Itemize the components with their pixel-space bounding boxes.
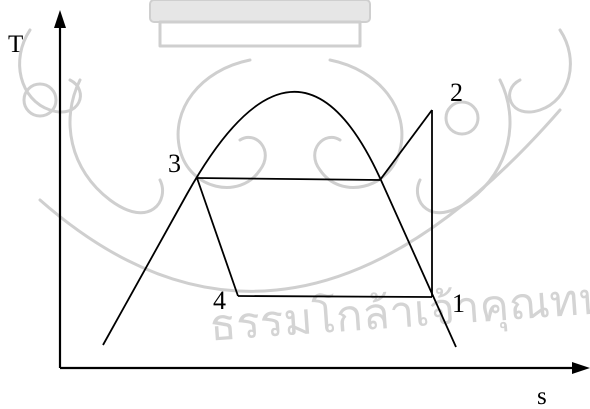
evaporation-line (238, 296, 432, 297)
state-label-3: 3 (168, 149, 181, 178)
axes: T s (8, 10, 590, 409)
watermark-bell-left (24, 84, 56, 116)
watermark-crown (150, 0, 370, 22)
watermark-swirl-left (178, 60, 265, 187)
watermark-naga-left (70, 80, 163, 213)
watermark-crown-band (160, 22, 360, 46)
y-axis-label: T (8, 31, 23, 58)
state-label-2: 2 (450, 78, 463, 107)
x-axis-label: s (537, 383, 547, 409)
x-axis-arrow-icon (572, 362, 590, 374)
condensation-line (197, 178, 380, 180)
desuperheat-line (380, 110, 432, 180)
watermark-ornament-right (510, 30, 571, 112)
y-axis-arrow-icon (54, 10, 66, 28)
watermark-text: ธรรมโกล้าเจ้าคุณทหาร (208, 269, 590, 352)
watermark-arc (40, 110, 560, 291)
state-label-1: 1 (452, 289, 465, 318)
state-label-4: 4 (213, 286, 226, 315)
watermark-emblem: ธรรมโกล้าเจ้าคุณทหาร (20, 0, 590, 353)
expansion-line (197, 178, 238, 296)
refrigeration-cycle (197, 110, 432, 297)
